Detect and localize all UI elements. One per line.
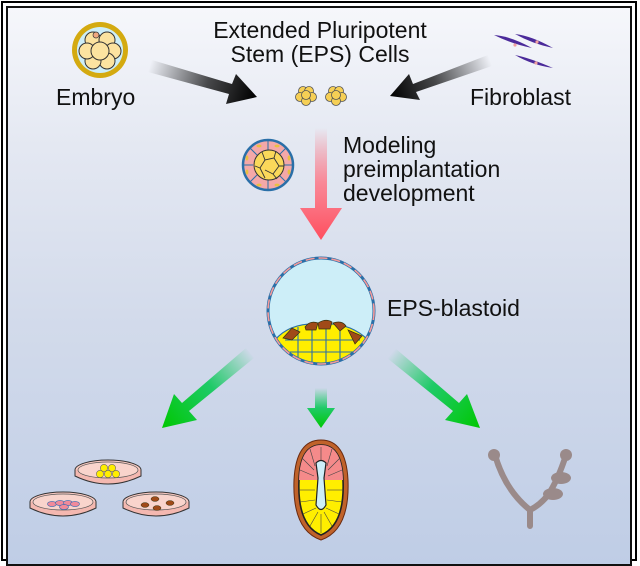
- arrow-to-tissue: [387, 348, 480, 428]
- eps-cells-icon: [295, 86, 347, 106]
- fibroblast-label: Fibroblast: [470, 84, 571, 110]
- fibroblast-icon: [494, 34, 553, 68]
- arrow-modeling-development: [300, 128, 342, 240]
- process-label-line2: preimplantation: [343, 156, 501, 182]
- dish-pink: [29, 491, 97, 517]
- process-label-line3: development: [343, 180, 475, 206]
- egg-cylinder-embryo-icon: [293, 439, 349, 541]
- blastoid-label: EPS-blastoid: [387, 295, 520, 321]
- embryo-label: Embryo: [56, 84, 136, 110]
- eps-cells-title-line2: Stem (EPS) Cells: [230, 41, 410, 67]
- morula-icon: [241, 138, 295, 192]
- eps-cells-title: Extended Pluripotent Stem (EPS) Cells: [190, 18, 450, 66]
- arrow-embryo-to-eps: [148, 60, 257, 104]
- embryo-icon: [72, 22, 128, 78]
- blastoid-icon: [266, 256, 376, 366]
- arrow-to-embryo: [307, 388, 335, 428]
- eps-cells-title-line1: Extended Pluripotent: [213, 17, 427, 43]
- diagram-canvas: [29, 22, 572, 541]
- process-label: Modeling preimplantation development: [343, 133, 500, 205]
- branching-tissue-icon: [488, 449, 572, 529]
- dish-brown: [122, 491, 190, 517]
- arrow-to-culture: [162, 348, 254, 428]
- process-label-line1: Modeling: [343, 132, 437, 158]
- arrow-fibroblast-to-eps: [390, 55, 492, 100]
- culture-dishes-icon: [29, 459, 190, 517]
- dish-yellow: [74, 459, 142, 485]
